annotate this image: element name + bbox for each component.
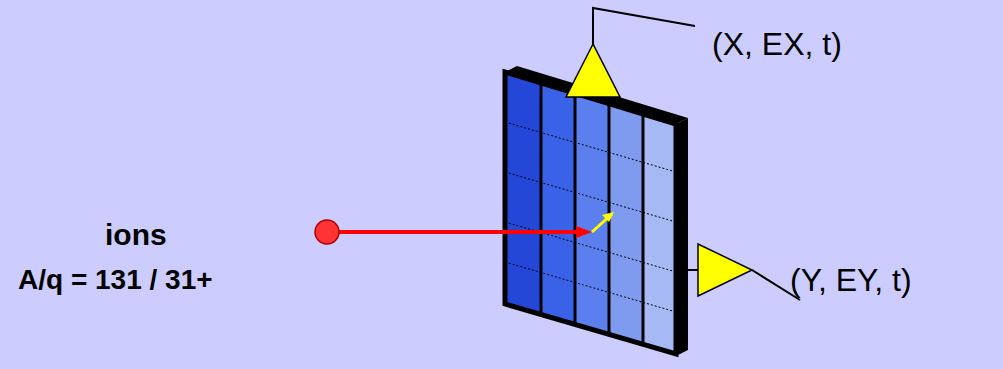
- charge-ratio-label: A/q = 131 / 31+: [18, 264, 213, 296]
- ion-dot: [315, 220, 339, 244]
- arrow-head: [576, 226, 592, 238]
- detector-strips: [505, 60, 676, 360]
- signal-wire: [593, 8, 695, 44]
- ion-trajectory: [327, 230, 578, 234]
- ion-label: ions: [105, 218, 167, 252]
- amplifier-triangle: [698, 244, 752, 296]
- detector-frame: [505, 72, 676, 354]
- signal-label: (X, EX, t): [712, 26, 842, 63]
- amplifier-triangle: [566, 44, 620, 97]
- signal-label: (Y, EY, t): [790, 262, 912, 299]
